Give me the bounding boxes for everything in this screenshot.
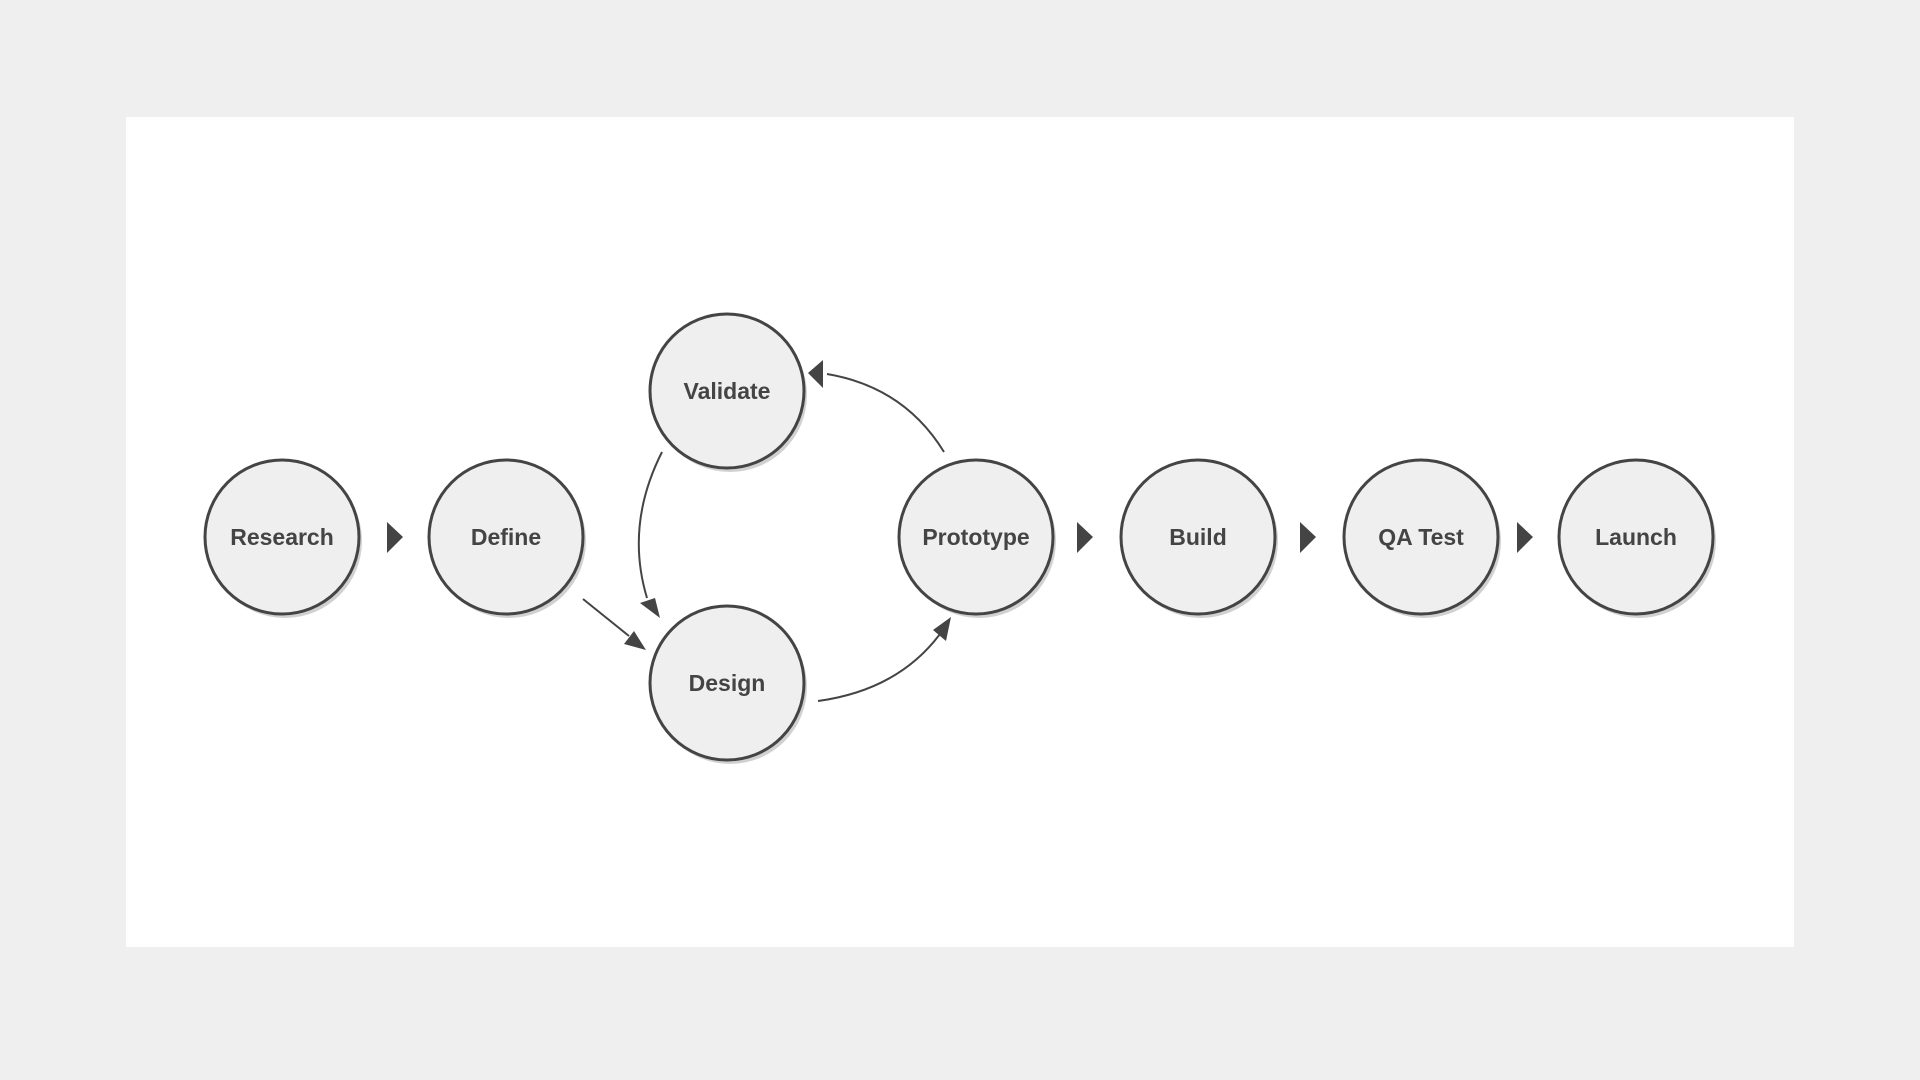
edge-prototype-build	[1077, 522, 1093, 553]
node-label-validate: Validate	[684, 378, 771, 404]
edge-validate-design	[637, 451, 663, 618]
node-design[interactable]: Design	[648, 604, 807, 764]
nodes: Research Define Validate Design Prototyp…	[203, 312, 1716, 764]
node-qa-test[interactable]: QA Test	[1342, 458, 1501, 618]
edge-qa-test-launch	[1517, 522, 1533, 553]
edges	[387, 360, 1533, 702]
node-label-build: Build	[1169, 524, 1227, 550]
node-label-define: Define	[471, 524, 541, 550]
node-define[interactable]: Define	[427, 458, 586, 618]
node-build[interactable]: Build	[1119, 458, 1278, 618]
edge-build-qa-test	[1300, 522, 1316, 553]
node-label-prototype: Prototype	[922, 524, 1029, 550]
edge-design-prototype	[817, 617, 951, 702]
node-prototype[interactable]: Prototype	[897, 458, 1056, 618]
node-research[interactable]: Research	[203, 458, 362, 618]
node-validate[interactable]: Validate	[648, 312, 807, 472]
node-label-launch: Launch	[1595, 524, 1677, 550]
node-label-research: Research	[230, 524, 334, 550]
edge-research-define	[387, 522, 403, 553]
node-launch[interactable]: Launch	[1557, 458, 1716, 618]
edge-prototype-validate	[808, 360, 945, 453]
node-label-qa-test: QA Test	[1378, 524, 1464, 550]
node-label-design: Design	[689, 670, 766, 696]
edge-define-design	[582, 598, 646, 650]
